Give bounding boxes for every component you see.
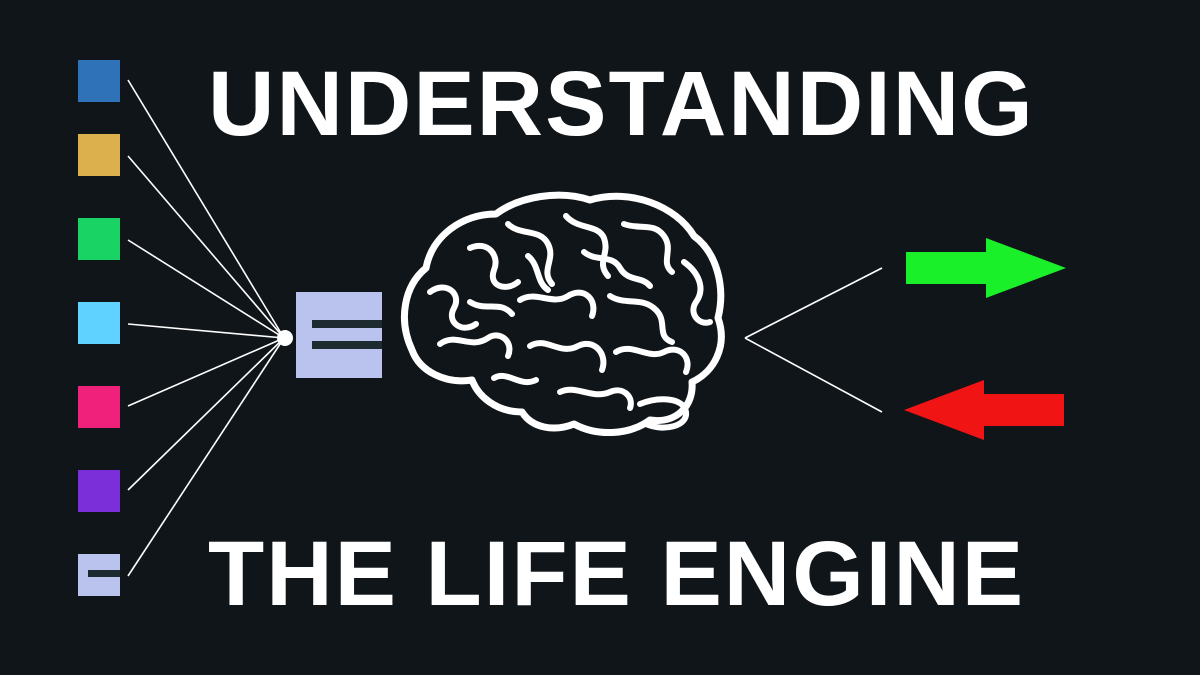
left-arrow-icon [904, 380, 1064, 440]
input-square-blue [78, 60, 120, 102]
input-square-green [78, 218, 120, 260]
input-square-pink [78, 386, 120, 428]
input-eye-cell-icon [78, 554, 120, 596]
input-square-yellow [78, 134, 120, 176]
brain-icon [401, 191, 725, 436]
junction-node [277, 330, 293, 346]
output-connections [744, 267, 883, 413]
right-arrow-icon [906, 238, 1066, 298]
input-connections [127, 79, 285, 577]
title-line-2: THE LIFE ENGINE [208, 523, 1026, 625]
title-line-1: UNDERSTANDING [208, 53, 1035, 155]
input-square-purple [78, 470, 120, 512]
eye-block-icon [296, 292, 382, 378]
input-square-cyan [78, 302, 120, 344]
